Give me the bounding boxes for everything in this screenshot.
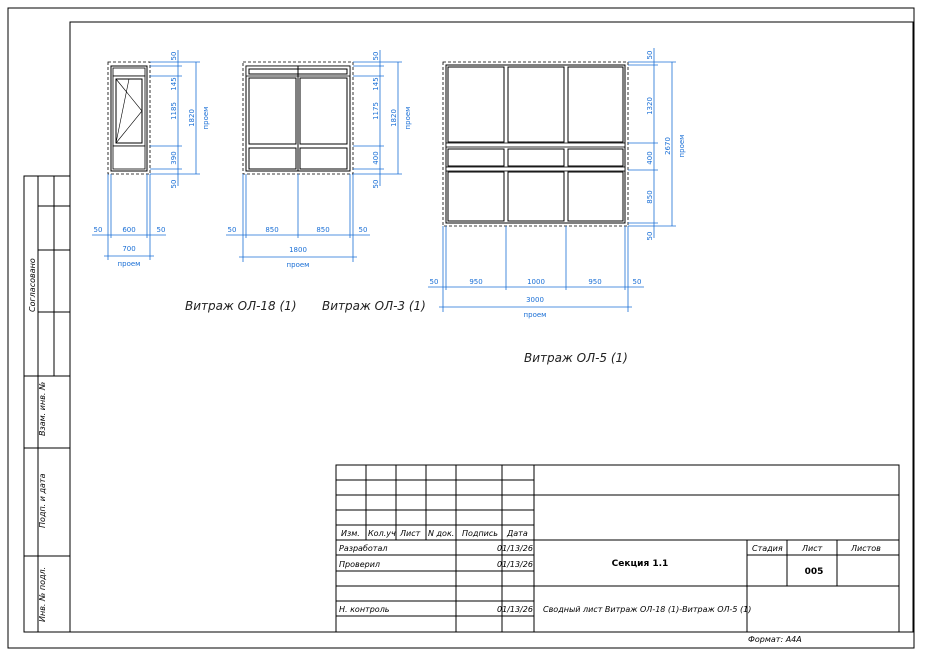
w3-dim-total-r: 2670 [664, 137, 672, 155]
w3-dim-r3: 850 [646, 190, 654, 203]
w1-dim-r0: 50 [170, 52, 178, 61]
w2-dim-total-b: 1800 [289, 246, 307, 254]
w2-dim-b2: 850 [316, 226, 329, 234]
w3-dim-b0: 50 [430, 278, 439, 286]
w2-dim-r2: 1175 [372, 102, 380, 120]
hdr-data: Дата [506, 529, 528, 538]
window-ol18 [107, 61, 151, 175]
w1-dim-total-r: 1820 [188, 109, 196, 127]
w2-dim-b0: 50 [228, 226, 237, 234]
w1-dim-note-r: проем [202, 107, 210, 130]
w3-dim-r1: 1320 [646, 97, 654, 115]
w3-dim-r4: 50 [646, 232, 654, 241]
w1-dim-r1: 145 [170, 77, 178, 90]
w3-dim-b2: 1000 [527, 278, 545, 286]
window-ol5-dims-bottom: 50 950 1000 950 50 3000 проем [428, 226, 644, 319]
w2-dim-note-b: проем [287, 261, 310, 269]
w1-dim-b1: 600 [122, 226, 135, 234]
stadiya-label: Стадия [752, 544, 783, 553]
w3-dim-r0: 50 [646, 51, 654, 60]
w3-dim-r2: 400 [646, 151, 654, 164]
w2-dim-total-r: 1820 [390, 109, 398, 127]
w1-dim-r2: 1185 [170, 102, 178, 120]
w2-dim-r4: 50 [372, 180, 380, 189]
title-block: Изм. Кол.уч Лист N док. Подпись Дата Раз… [335, 464, 900, 633]
window-ol3 [242, 61, 354, 175]
w3-dim-total-b: 3000 [526, 296, 544, 304]
window-ol18-label: Витраж ОЛ-18 (1) [185, 299, 297, 313]
window-ol3-dims-bottom: 50 850 850 50 1800 проем [226, 174, 370, 269]
w1-dim-note-b: проем [118, 260, 141, 268]
row-role-3: Н. контроль [339, 605, 390, 614]
hdr-izm: Изм. [341, 529, 360, 538]
window-ol18-dims-right: 50 145 1185 390 50 1820 проем [150, 50, 210, 188]
row-date-0: 01/13/26 [497, 544, 533, 553]
w2-dim-r3: 400 [372, 151, 380, 164]
row-role-0: Разработал [339, 544, 387, 553]
sheet-number: 005 [805, 567, 824, 577]
w1-dim-r3: 390 [170, 151, 178, 164]
w3-dim-note-b: проем [524, 311, 547, 319]
left-strip: Согласовано Взам. инв. № Подп. и дата Ин… [23, 175, 71, 633]
inv-podl-label: Инв. № подл. [38, 567, 47, 622]
hdr-ndok: N док. [428, 529, 454, 538]
window-ol18-dims-bottom: 50 600 50 700 проем [92, 174, 166, 268]
format-label: Формат: А4А [748, 635, 802, 644]
w2-dim-r1: 145 [372, 77, 380, 90]
w1-dim-b2: 50 [157, 226, 166, 234]
outer-border [7, 7, 915, 649]
hdr-podpis: Подпись [462, 529, 498, 538]
window-ol5-label: Витраж ОЛ-5 (1) [524, 351, 628, 365]
window-ol3-label: Витраж ОЛ-3 (1) [322, 299, 426, 313]
window-ol5-dims-right: 50 1320 400 850 50 2670 проем [628, 48, 686, 240]
w1-dim-r4: 50 [170, 180, 178, 189]
w3-dim-b1: 950 [469, 278, 482, 286]
w1-dim-total-b: 700 [122, 245, 135, 253]
row-date-3: 01/13/26 [497, 605, 533, 614]
hdr-koluch: Кол.уч [368, 529, 396, 538]
podp-data-label: Подп. и дата [38, 473, 47, 528]
listov-label: Листов [850, 544, 881, 553]
list-label: Лист [801, 544, 823, 553]
w2-dim-b1: 850 [265, 226, 278, 234]
window-ol5 [442, 61, 629, 227]
row-date-1: 01/13/26 [497, 560, 533, 569]
w3-dim-note-r: проем [678, 135, 686, 158]
w2-dim-r0: 50 [372, 52, 380, 61]
row-role-1: Проверил [339, 560, 380, 569]
w1-dim-b0: 50 [94, 226, 103, 234]
section-title: Секция 1.1 [612, 559, 669, 569]
sheet-description: Сводный лист Витраж ОЛ-18 (1)-Витраж ОЛ-… [543, 605, 751, 614]
w2-dim-note-r: проем [404, 107, 412, 130]
hdr-list: Лист [399, 529, 421, 538]
w3-dim-b4: 50 [633, 278, 642, 286]
window-ol3-dims-right: 50 145 1175 400 50 1820 проем [353, 50, 412, 188]
soglasovano-label: Согласовано [28, 258, 37, 312]
w3-dim-b3: 950 [588, 278, 601, 286]
w2-dim-b3: 50 [359, 226, 368, 234]
vzam-inv-label: Взам. инв. № [38, 382, 47, 436]
